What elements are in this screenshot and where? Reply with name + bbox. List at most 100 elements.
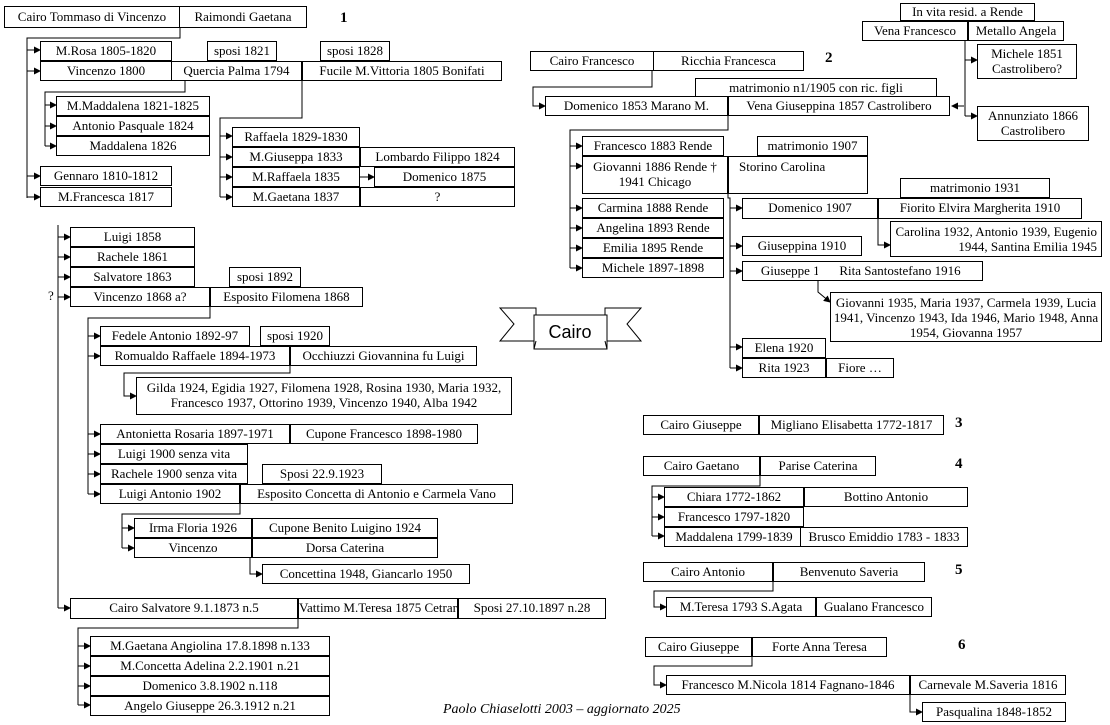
- person-pasqualina: Pasqualina 1848-1852: [922, 702, 1066, 722]
- spouse-fucile: Fucile M.Vittoria 1805 Bonifati: [302, 61, 502, 81]
- label-matrimonio-1931: matrimonio 1931: [900, 178, 1050, 198]
- label-sposi-1828: sposi 1828: [320, 41, 390, 61]
- family2-head: Cairo Francesco: [530, 51, 654, 71]
- banner-title: Cairo: [548, 322, 592, 342]
- person-mmaddalena: M.Maddalena 1821-1825: [56, 96, 210, 116]
- label-sposi-1923: Sposi 22.9.1923: [262, 464, 382, 484]
- person-domenico-1853: Domenico 1853 Marano M.: [545, 96, 728, 116]
- family1-head: Cairo Tommaso di Vincenzo: [4, 6, 180, 28]
- spouse-quercia: Quercia Palma 1794: [172, 61, 302, 81]
- family1-wife: Raimondi Gaetana: [179, 6, 307, 28]
- spouse-metallo-angela: Metallo Angela: [968, 21, 1064, 41]
- person-mgiuseppa: M.Giuseppa 1833: [232, 147, 360, 167]
- person-gennaro: Gennaro 1810-1812: [40, 166, 172, 186]
- person-mgaetana-angiolina: M.Gaetana Angiolina 17.8.1898 n.133: [90, 636, 330, 656]
- label-sposi-1897: Sposi 27.10.1897 n.28: [458, 598, 606, 619]
- person-domenico-1907: Domenico 1907: [742, 198, 878, 219]
- section-number-1: 1: [340, 10, 348, 26]
- person-francesco-1797: Francesco 1797-1820: [664, 507, 804, 527]
- spouse-dorsa-caterina: Dorsa Caterina: [252, 538, 438, 558]
- spouse-brusco: Brusco Emiddio 1783 - 1833: [800, 527, 968, 547]
- section-number-3: 3: [955, 415, 963, 431]
- person-irma-floria: Irma Floria 1926: [134, 518, 252, 538]
- spouse-cupone-francesco: Cupone Francesco 1898-1980: [290, 424, 478, 444]
- spouse-vena-giuseppina: Vena Giuseppina 1857 Castrolibero: [728, 96, 950, 116]
- person-maddalena-1826: Maddalena 1826: [56, 136, 210, 156]
- spouse-storino-carolina: Storino Carolina: [728, 156, 868, 194]
- person-giovanni-1886: Giovanni 1886 Rende † 1941 Chicago: [582, 156, 728, 194]
- person-michele-1851: Michele 1851 Castrolibero?: [977, 44, 1077, 79]
- children-giuseppe-1911: Giovanni 1935, Maria 1937, Carmela 1939,…: [830, 292, 1102, 342]
- person-francesco-1883: Francesco 1883 Rende: [582, 136, 724, 156]
- person-carmina: Carmina 1888 Rende: [582, 198, 724, 218]
- label-matrimonio-1907: matrimonio 1907: [757, 136, 868, 156]
- person-mconcetta-adelina: M.Concetta Adelina 2.2.1901 n.21: [90, 656, 330, 676]
- family6-head: Cairo Giuseppe: [645, 637, 752, 657]
- person-romualdo: Romualdo Raffaele 1894-1973: [100, 346, 290, 366]
- person-rita-1923: Rita 1923: [742, 358, 826, 378]
- cairo-banner: [498, 307, 643, 350]
- spouse-carnevale: Carnevale M.Saveria 1816: [910, 675, 1066, 695]
- person-salvatore-1873: Cairo Salvatore 9.1.1873 n.5: [70, 598, 298, 619]
- person-mteresa-1793: M.Teresa 1793 S.Agata: [666, 597, 816, 617]
- label-sposi-1920: sposi 1920: [260, 326, 330, 346]
- label-sposi-1821: sposi 1821: [207, 41, 277, 61]
- person-vincenzo-1868: Vincenzo 1868 a?: [70, 287, 210, 307]
- family5-head: Cairo Antonio: [643, 562, 773, 582]
- family2-wife: Ricchia Francesca: [653, 51, 804, 71]
- section-number-4: 4: [955, 456, 963, 472]
- person-angelo-giuseppe: Angelo Giuseppe 26.3.1912 n.21: [90, 696, 330, 716]
- spouse-bottino: Bottino Antonio: [804, 487, 968, 507]
- spouse-unknown: ?: [360, 187, 515, 207]
- children-romualdo: Gilda 1924, Egidia 1927, Filomena 1928, …: [136, 377, 512, 415]
- person-antonio-pasquale: Antonio Pasquale 1824: [56, 116, 210, 136]
- family3-head: Cairo Giuseppe: [643, 415, 759, 435]
- person-domenico-1902: Domenico 3.8.1902 n.118: [90, 676, 330, 696]
- person-antonietta-rosaria: Antonietta Rosaria 1897-1971: [100, 424, 290, 444]
- section-number-6: 6: [958, 637, 966, 653]
- spouse-rita-santostefano: Rita Santostefano 1916: [818, 261, 983, 281]
- label-sposi-1892: sposi 1892: [229, 267, 301, 287]
- person-giuseppina-1910: Giuseppina 1910: [742, 236, 862, 256]
- person-michele-1897: Michele 1897-1898: [582, 258, 724, 278]
- family5-wife: Benvenuto Saveria: [773, 562, 925, 582]
- section-number-5: 5: [955, 562, 963, 578]
- person-angelina: Angelina 1893 Rende: [582, 218, 724, 238]
- footer-credit: Paolo Chiaselotti 2003 – aggiornato 2025: [443, 702, 681, 717]
- label-resid-rende: In vita resid. a Rende: [900, 3, 1035, 21]
- person-mfrancesca: M.Francesca 1817: [40, 187, 172, 207]
- person-rachele-1900: Rachele 1900 senza vita: [100, 464, 248, 484]
- family6-wife: Forte Anna Teresa: [752, 637, 887, 657]
- person-francesco-1814: Francesco M.Nicola 1814 Fagnano-1846: [666, 675, 910, 695]
- person-rachele-1861: Rachele 1861: [70, 247, 195, 267]
- spouse-lombardo: Lombardo Filippo 1824: [360, 147, 515, 167]
- spouse-occhiuzzi: Occhiuzzi Giovannina fu Luigi: [290, 346, 477, 366]
- person-annunziato-1866: Annunziato 1866 Castrolibero: [977, 106, 1089, 141]
- family4-wife: Parise Caterina: [760, 456, 876, 476]
- person-vincenzo-luigi-antonio: Vincenzo: [134, 538, 252, 558]
- person-salvatore-1863: Salvatore 1863: [70, 267, 195, 287]
- unknown-marker: ?: [48, 288, 54, 303]
- spouse-fiorito-elvira: Fiorito Elvira Margherita 1910: [878, 198, 1082, 219]
- spouse-esposito-concetta: Esposito Concetta di Antonio e Carmela V…: [240, 484, 513, 504]
- person-mrosa: M.Rosa 1805-1820: [40, 41, 172, 61]
- person-mraffaela: M.Raffaela 1835: [232, 167, 360, 187]
- person-maddalena-1799: Maddalena 1799-1839: [664, 527, 804, 547]
- spouse-gualano: Gualano Francesco: [816, 597, 932, 617]
- children-domenico-1907: Carolina 1932, Antonio 1939, Eugenio 194…: [890, 221, 1102, 257]
- spouse-cupone-benito: Cupone Benito Luigino 1924: [252, 518, 438, 538]
- family4-head: Cairo Gaetano: [643, 456, 760, 476]
- person-luigi-1900: Luigi 1900 senza vita: [100, 444, 248, 464]
- person-chiara: Chiara 1772-1862: [664, 487, 804, 507]
- children-vincenzo: Concettina 1948, Giancarlo 1950: [262, 564, 470, 584]
- person-raffaela: Raffaela 1829-1830: [232, 127, 360, 147]
- person-mgaetana: M.Gaetana 1837: [232, 187, 360, 207]
- spouse-vattimo: Vattimo M.Teresa 1875 Cetraro: [298, 598, 458, 619]
- person-luigi-antonio: Luigi Antonio 1902: [100, 484, 240, 504]
- spouse-esposito-filomena: Esposito Filomena 1868: [210, 287, 363, 307]
- person-elena-1920: Elena 1920: [742, 338, 826, 358]
- person-luigi-1858: Luigi 1858: [70, 227, 195, 247]
- person-vena-francesco: Vena Francesco: [862, 21, 968, 41]
- person-domenico-1875: Domenico 1875: [374, 167, 515, 187]
